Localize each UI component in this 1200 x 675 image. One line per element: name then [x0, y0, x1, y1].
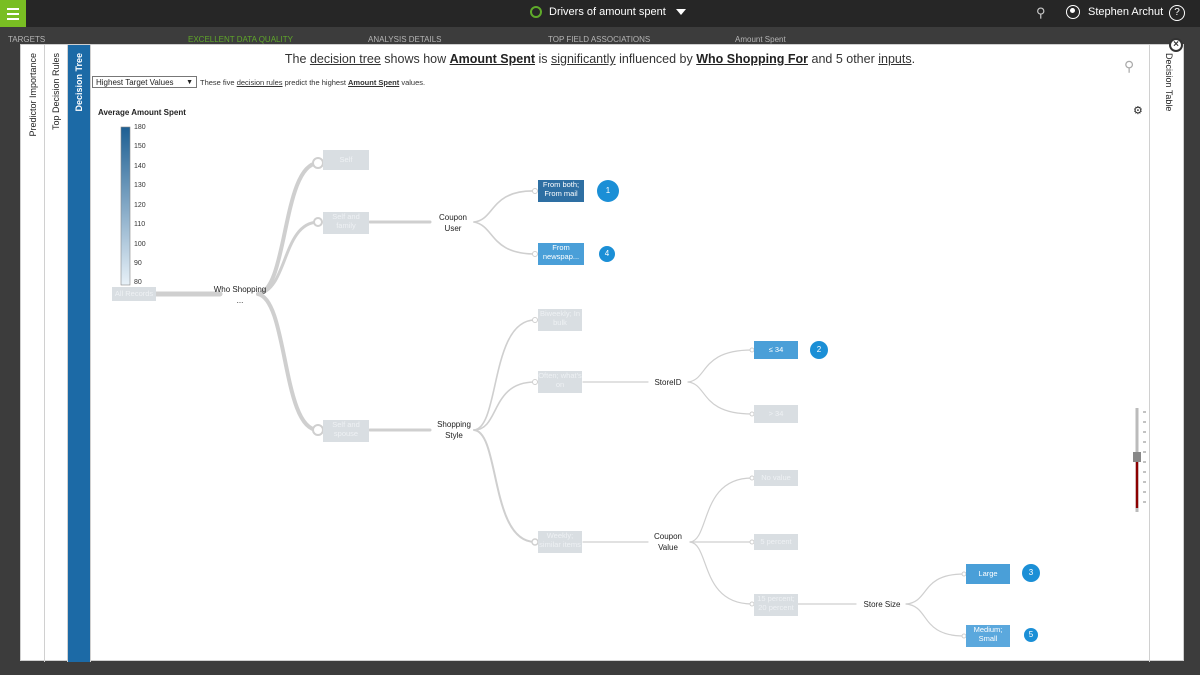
tree-node-large[interactable]: Large: [966, 564, 1010, 584]
split-label-coupon-user[interactable]: Coupon User: [438, 213, 468, 233]
tab-decision-table[interactable]: Decision Table: [1149, 45, 1185, 662]
tree-node-from-newspaper[interactable]: From newspap...: [538, 243, 584, 265]
tree-node-no-value[interactable]: No value: [754, 470, 798, 486]
inputs-link[interactable]: inputs: [878, 52, 912, 66]
tab-decision-tree[interactable]: Decision Tree: [68, 45, 91, 662]
tree-node-storeid-gt-34[interactable]: > 34: [754, 405, 798, 423]
tree-node-self-and-family[interactable]: Self and family: [323, 212, 369, 234]
rule-ranking-value: Highest Target Values: [96, 78, 174, 87]
legend-tick: 100: [134, 241, 146, 248]
zoom-slider[interactable]: [1133, 408, 1146, 512]
predictor-field-link[interactable]: Who Shopping For: [696, 52, 809, 66]
headline-text: The: [284, 52, 310, 66]
tree-node-medium-small[interactable]: Medium; Small: [966, 625, 1010, 647]
analysis-title: Drivers of amount spent: [549, 6, 666, 18]
bg-tab-targets: TARGETS: [8, 35, 46, 44]
dropdown-arrow-icon: ▼: [186, 79, 193, 86]
target-field-link[interactable]: Amount Spent: [449, 52, 536, 66]
bg-tab-data-quality: EXCELLENT DATA QUALITY: [188, 35, 293, 44]
legend-tick: 180: [134, 124, 146, 131]
tree-node-storeid-le-34[interactable]: ≤ 34: [754, 341, 798, 359]
headline-text: .: [911, 52, 916, 66]
tree-node-5-percent[interactable]: 5 percent: [754, 534, 798, 550]
hamburger-menu-button[interactable]: [0, 0, 26, 27]
tree-node-often[interactable]: Often; what's on: [538, 371, 582, 393]
legend-tick: 110: [134, 221, 146, 228]
headline-text: influenced by: [615, 52, 697, 66]
legend-title: Average Amount Spent: [98, 108, 186, 117]
tree-node-weekly[interactable]: Weekly; similar items: [538, 531, 582, 553]
tab-label: Decision Table: [1164, 53, 1174, 112]
decision-tree-link[interactable]: decision tree: [309, 52, 381, 66]
tree-node-self[interactable]: Self: [323, 150, 369, 170]
rule-badge[interactable]: 2: [810, 341, 828, 359]
tree-node-all-records[interactable]: All Records: [112, 287, 156, 301]
rule-ranking-select[interactable]: Highest Target Values ▼: [92, 76, 197, 88]
split-label-shopping-style[interactable]: Shopping Style: [437, 420, 471, 440]
pin-panel-icon[interactable]: ⚲: [1124, 58, 1135, 74]
pin-icon[interactable]: ⚲: [1036, 5, 1046, 20]
split-label-store-size[interactable]: Store Size: [863, 600, 901, 609]
tab-top-decision-rules[interactable]: Top Decision Rules: [45, 45, 68, 662]
rule-badge[interactable]: 5: [1024, 628, 1038, 642]
legend-tick: 140: [134, 163, 146, 170]
headline-text: and 5 other: [808, 52, 879, 66]
user-menu[interactable]: Stephen Archut: [1066, 5, 1163, 19]
legend-tick: 120: [134, 202, 146, 209]
bg-tab-field-associations: TOP FIELD ASSOCIATIONS: [548, 35, 651, 44]
rule-badge[interactable]: 4: [599, 246, 615, 262]
app-logo-icon: [530, 6, 542, 18]
panel-headline: The decision tree shows how Amount Spent…: [260, 52, 940, 66]
split-label-coupon-value[interactable]: Coupon Value: [653, 532, 683, 552]
legend-tick: 130: [134, 182, 146, 189]
tree-node-from-both[interactable]: From both; From mail: [538, 180, 584, 202]
tab-predictor-importance[interactable]: Predictor Importance: [21, 45, 45, 662]
tree-node-15-20-percent[interactable]: 15 percent; 20 percent: [754, 594, 798, 616]
bg-tab-amount-spent: Amount Spent: [735, 35, 786, 44]
decision-rules-link[interactable]: decision rules: [236, 78, 283, 87]
legend-tick: 80: [134, 279, 142, 286]
rules-description: These five decision rules predict the hi…: [200, 78, 425, 87]
split-label-storeid[interactable]: StoreID: [654, 378, 682, 387]
background-tab-strip: TARGETS EXCELLENT DATA QUALITY ANALYSIS …: [0, 33, 1200, 45]
chevron-down-icon: [675, 9, 686, 15]
legend-tick: 150: [134, 143, 146, 150]
bg-tab-analysis-details: ANALYSIS DETAILS: [368, 35, 442, 44]
split-label-who-shopping[interactable]: Who Shopping ...: [213, 285, 267, 305]
headline-text: is: [535, 52, 551, 66]
subline-text: values.: [399, 78, 426, 87]
user-name: Stephen Archut: [1088, 6, 1164, 18]
legend-color-bar: [120, 126, 131, 286]
gear-icon[interactable]: ⚙: [1133, 105, 1143, 117]
decision-tree-panel: Predictor Importance Top Decision Rules …: [20, 44, 1185, 662]
analysis-title-dropdown[interactable]: Drivers of amount spent: [530, 6, 686, 18]
tree-node-self-and-spouse[interactable]: Self and spouse: [323, 420, 369, 442]
help-icon[interactable]: ?: [1169, 5, 1185, 21]
headline-text: shows how: [380, 52, 450, 66]
app-header: [0, 0, 1200, 27]
target-field-link[interactable]: Amount Spent: [348, 78, 400, 87]
subline-text: These five: [200, 78, 237, 87]
significance-link[interactable]: significantly: [551, 52, 616, 66]
subline-text: predict the highest: [282, 78, 349, 87]
rule-badge[interactable]: 1: [597, 180, 619, 202]
rule-badge[interactable]: 3: [1022, 564, 1040, 582]
legend-tick: 90: [134, 260, 142, 267]
tree-node-biweekly[interactable]: Biweekly; In bulk: [538, 309, 582, 331]
user-avatar-icon: [1066, 5, 1080, 19]
close-icon[interactable]: ×: [1169, 38, 1183, 52]
